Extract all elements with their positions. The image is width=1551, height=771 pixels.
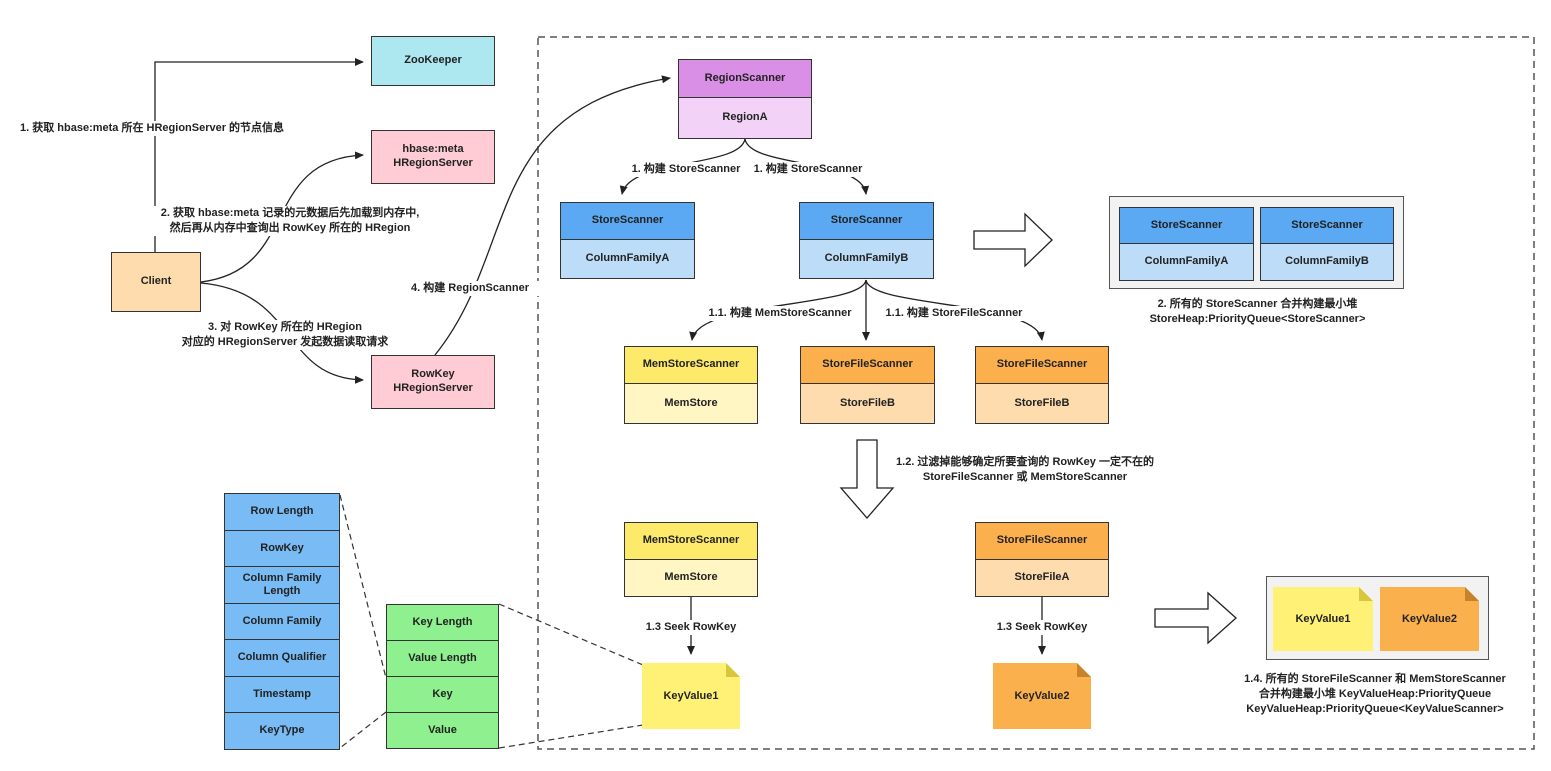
seek-right-label: 1.3 Seek RowKey <box>991 620 1093 635</box>
memstore-bottom-body[interactable]: MemStore <box>624 559 758 597</box>
memstore-top-body[interactable]: MemStore <box>624 383 758 424</box>
client-node[interactable]: Client <box>111 252 201 312</box>
key-field-7[interactable]: KeyType <box>224 712 340 750</box>
heap-column-family-b-body[interactable]: ColumnFamilyB <box>1260 243 1394 281</box>
store-scanner-a-header[interactable]: StoreScanner <box>560 202 695 240</box>
keyvalue1-label: KeyValue1 <box>663 690 719 702</box>
column-family-a-body[interactable]: ColumnFamilyA <box>560 239 695 279</box>
memstore-scanner-top-header[interactable]: MemStoreScanner <box>624 346 758 384</box>
key-field-2[interactable]: RowKey <box>224 529 340 567</box>
zookeeper-node[interactable]: ZooKeeper <box>371 36 495 86</box>
keyvalue-heap-label: 1.4. 所有的 StoreFileScanner 和 MemStoreScan… <box>1244 673 1506 715</box>
region-scanner-header[interactable]: RegionScanner <box>678 59 812 98</box>
heap-keyvalue1-label: KeyValue1 <box>1295 613 1351 625</box>
note-shape <box>993 663 1091 729</box>
keyvalue1-note[interactable]: KeyValue1 <box>642 663 740 729</box>
step1-label: 1. 获取 hbase:meta 所在 HRegionServer 的节点信息 <box>20 121 340 136</box>
key-field-3[interactable]: Column Family Length <box>224 566 340 604</box>
keyvalue-field-3[interactable]: Key <box>386 676 499 713</box>
heap-keyvalue2-label: KeyValue2 <box>1401 613 1458 625</box>
step4-label: 4. 构建 RegionScanner <box>400 281 540 296</box>
rowkey-regionserver-node[interactable]: RowKey HRegionServer <box>371 355 495 409</box>
meta-regionserver-node[interactable]: hbase:meta HRegionServer <box>371 130 495 184</box>
dashed-kv-to-keyvalue1-bottom <box>498 724 644 749</box>
region-server-boundary <box>537 36 1535 750</box>
storefile-b-2-body[interactable]: StoreFileB <box>975 383 1109 424</box>
block-arrow-down <box>839 439 895 519</box>
storefile-a-body[interactable]: StoreFileA <box>975 559 1109 597</box>
seek-left-label: 1.3 Seek RowKey <box>640 620 742 635</box>
build-store-left-label: 1. 构建 StoreScanner <box>626 162 746 177</box>
arrow-store-to-storefile-scanner-2 <box>865 279 1045 341</box>
storefile-scanner-2-header[interactable]: StoreFileScanner <box>975 346 1109 384</box>
storefile-scanner-bottom-header[interactable]: StoreFileScanner <box>975 522 1109 560</box>
filter-label: 1.2. 过滤掉能够确定所要查询的 RowKey 一定不在的 StoreFile… <box>896 456 1154 483</box>
heap-column-family-a-body[interactable]: ColumnFamilyA <box>1119 243 1254 281</box>
key-field-4[interactable]: Column Family <box>224 602 340 640</box>
keyvalue2-note[interactable]: KeyValue2 <box>993 663 1091 729</box>
heap-store-scanner-2-header[interactable]: StoreScanner <box>1260 207 1394 244</box>
heap-keyvalue2-note[interactable]: KeyValue2 <box>1380 587 1479 651</box>
keyvalue-field-1[interactable]: Key Length <box>386 604 499 641</box>
build-memstore-label: 1.1. 构建 MemStoreScanner <box>700 306 860 321</box>
dashed-key-to-left-bottom <box>339 711 387 749</box>
keyvalue-field-2[interactable]: Value Length <box>386 640 499 677</box>
note-shape <box>642 663 740 729</box>
keyvalue2-label: KeyValue2 <box>1014 690 1070 702</box>
store-heap-label: 2. 所有的 StoreScanner 合并构建最小堆 StoreHeap:Pr… <box>1149 298 1366 325</box>
storefile-b-1-body[interactable]: StoreFileB <box>800 383 935 424</box>
store-scanner-b-header[interactable]: StoreScanner <box>799 202 934 240</box>
step3-label: 3. 对 RowKey 所在的 HRegion 对应的 HRegionServe… <box>160 320 410 350</box>
key-field-1[interactable]: Row Length <box>224 493 340 531</box>
keyvalue-field-4[interactable]: Value <box>386 712 499 749</box>
region-a-body[interactable]: RegionA <box>678 97 812 139</box>
key-field-6[interactable]: Timestamp <box>224 675 340 713</box>
dashed-key-to-left-top <box>339 494 387 679</box>
build-storefile-label: 1.1. 构建 StoreFileScanner <box>874 306 1034 321</box>
dashed-kv-to-keyvalue1-top <box>498 603 644 666</box>
column-family-b-body[interactable]: ColumnFamilyB <box>799 239 934 279</box>
arrow-server-to-region-scanner <box>434 75 671 356</box>
storefile-scanner-1-header[interactable]: StoreFileScanner <box>800 346 935 384</box>
block-arrow-right-top <box>973 212 1053 268</box>
heap-store-scanner-1-header[interactable]: StoreScanner <box>1119 207 1254 244</box>
build-store-right-label: 1. 构建 StoreScanner <box>748 162 868 177</box>
arrow-store-to-memstore-scanner <box>689 279 867 341</box>
arrow-client-to-zookeeper <box>154 58 364 252</box>
note-shape <box>1380 587 1479 651</box>
block-arrow-right-bottom <box>1154 591 1237 645</box>
note-shape <box>1273 587 1373 651</box>
heap-keyvalue1-note[interactable]: KeyValue1 <box>1273 587 1373 651</box>
key-field-5[interactable]: Column Qualifier <box>224 639 340 677</box>
memstore-scanner-bottom-header[interactable]: MemStoreScanner <box>624 522 758 560</box>
step2-label: 2. 获取 hbase:meta 记录的元数据后先加载到内存中, 然后再从内存中… <box>140 206 440 236</box>
